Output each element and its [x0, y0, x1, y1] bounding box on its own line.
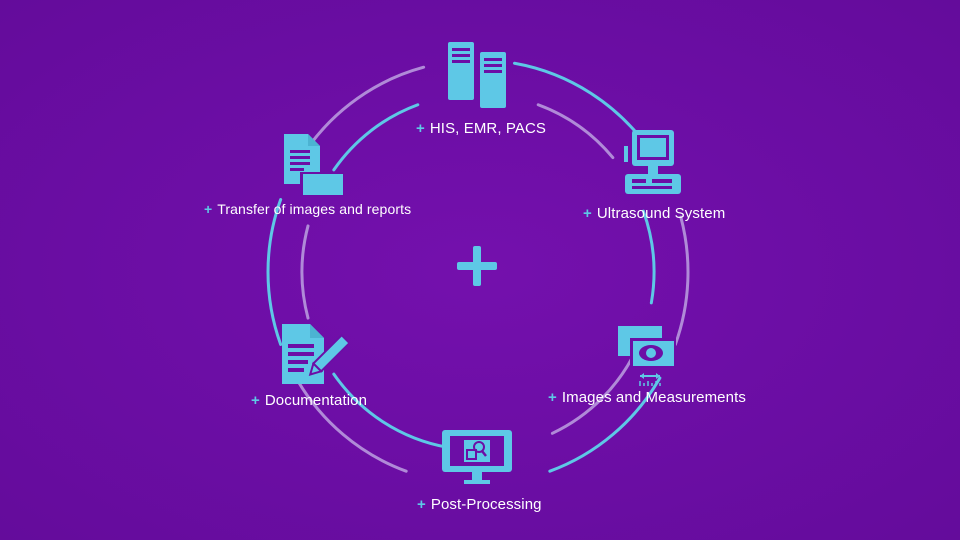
node-label-postprocessing: +Post-Processing	[417, 496, 542, 513]
image-measurement-icon	[618, 326, 676, 386]
node-label-ultrasound: +Ultrasound System	[583, 205, 725, 222]
ring-arc	[641, 209, 656, 305]
plus-marker: +	[548, 389, 557, 406]
ring-arc	[673, 215, 690, 347]
ring-arc	[332, 103, 420, 172]
ring-arc	[332, 372, 449, 449]
document-transfer-icon	[284, 134, 344, 196]
plus-marker: +	[417, 496, 426, 513]
plus-marker: +	[416, 120, 425, 137]
ring-arc	[266, 197, 283, 347]
monitor-search-icon	[442, 430, 512, 484]
node-label-his: +HIS, EMR, PACS	[416, 120, 546, 137]
ring-arc	[536, 103, 615, 160]
node-text: Documentation	[264, 392, 368, 409]
plus-marker: +	[204, 201, 213, 217]
server-icon	[448, 42, 506, 108]
ring-arc	[300, 224, 310, 320]
plus-marker: +	[251, 392, 260, 409]
node-text: Images and Measurements	[561, 389, 746, 406]
node-text: Transfer of images and reports	[217, 201, 412, 217]
ring-arc	[548, 376, 662, 473]
plus-icon	[457, 246, 497, 286]
node-text: Post-Processing	[430, 496, 542, 513]
node-label-images: +Images and Measurements	[548, 389, 746, 406]
document-pen-icon	[282, 324, 348, 384]
plus-marker: +	[583, 205, 592, 222]
node-text: Ultrasound System	[596, 205, 726, 222]
node-label-transfer: +Transfer of images and reports	[204, 201, 411, 217]
ultrasound-machine-icon	[624, 130, 681, 194]
node-text: HIS, EMR, PACS	[429, 120, 547, 137]
node-label-documentation: +Documentation	[251, 392, 367, 409]
ring-arc	[294, 376, 408, 473]
